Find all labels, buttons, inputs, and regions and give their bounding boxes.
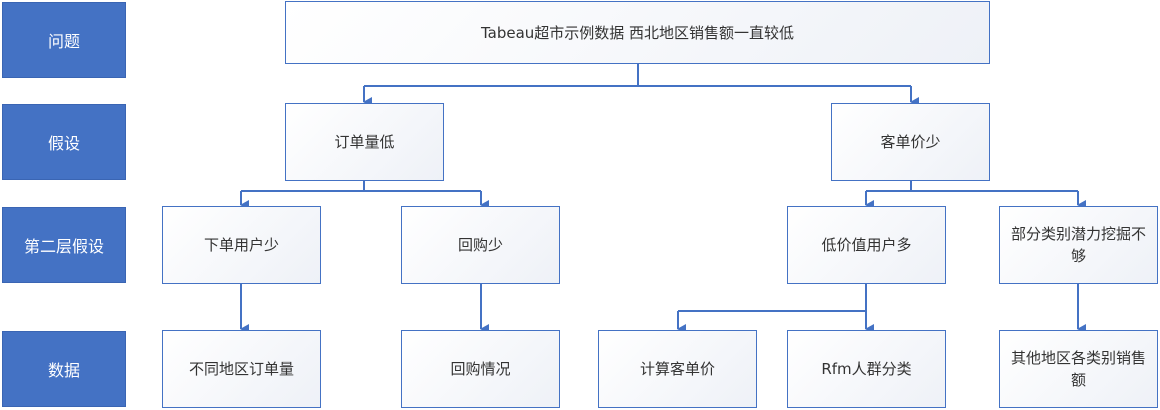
node-calc-aov: 计算客单价 — [598, 330, 757, 408]
row-label-second-hypothesis: 第二层假设 — [2, 207, 126, 283]
row-label-data: 数据 — [2, 331, 126, 407]
node-few-buyers: 下单用户少 — [162, 206, 321, 284]
node-region-orders: 不同地区订单量 — [162, 330, 321, 408]
row-label-hypothesis: 假设 — [2, 104, 126, 180]
node-category-potential: 部分类别潜力挖掘不够 — [999, 206, 1158, 284]
node-low-value-users: 低价值用户多 — [787, 206, 946, 284]
node-low-aov: 客单价少 — [831, 103, 990, 181]
node-low-repurchase: 回购少 — [401, 206, 560, 284]
row-label-problem: 问题 — [2, 2, 126, 78]
node-repurchase-status: 回购情况 — [401, 330, 560, 408]
node-other-region-sales: 其他地区各类别销售额 — [999, 330, 1158, 408]
node-low-orders: 订单量低 — [285, 103, 444, 181]
node-root: Tabeau超市示例数据 西北地区销售额一直较低 — [285, 1, 990, 64]
node-rfm-segmentation: Rfm人群分类 — [787, 330, 946, 408]
